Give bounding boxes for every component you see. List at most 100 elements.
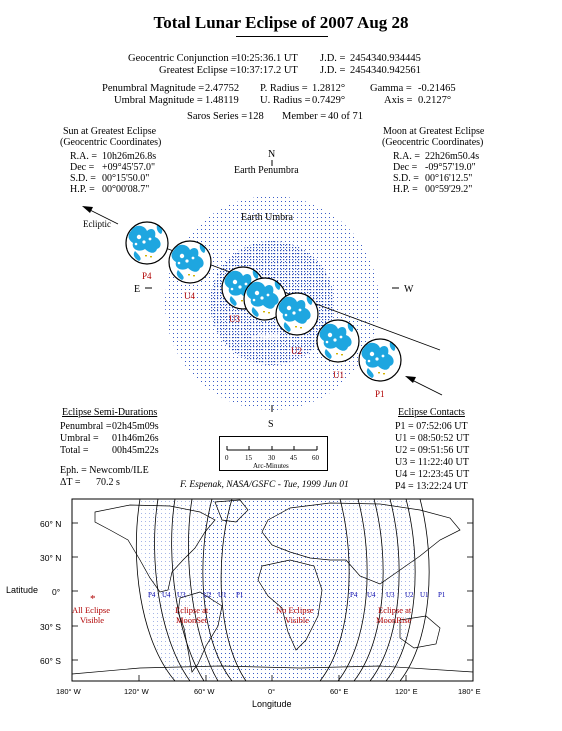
header-gamma-label: Gamma = (370, 83, 412, 94)
east-label: E (134, 284, 140, 295)
header-conjunction-jd-label: J.D. = (320, 53, 346, 64)
contact-row: P1 = 07:52:06 UT (395, 421, 468, 432)
scale-tick-0: 0 (225, 454, 229, 462)
region-rise-line1: Eclipse at (378, 605, 412, 615)
header-greatest-time: 10:37:17.2 UT (236, 65, 298, 76)
scale-tick-30: 30 (268, 454, 276, 462)
moonrise-band (322, 499, 414, 681)
dur-total: 00h45m22s (112, 445, 159, 456)
ephemeris: Eph. = Newcomb/ILE (60, 465, 149, 476)
contact-label-u4: U4 (184, 291, 195, 301)
header-p-radius: 1.2812° (312, 83, 346, 94)
scale-bar: 0 15 30 45 60 Arc-Minutes (219, 436, 328, 471)
scale-tick-45: 45 (290, 454, 298, 462)
europe-asia (261, 502, 461, 585)
moon-p4 (126, 222, 168, 264)
region-set-line2: MoonSet (176, 615, 208, 625)
south-label: S (268, 419, 274, 430)
visibility-map: 60° N 30° N 0° 30° S 60° S Latitude 180°… (6, 498, 481, 709)
moon-path-arrowhead (405, 376, 416, 383)
contact-label-u3: U3 (229, 314, 240, 324)
greenland (214, 499, 249, 523)
header-pen-mag-label: Penumbral Magnitude = (102, 83, 205, 94)
map-frame (71, 498, 474, 682)
header-member-label: Member = (282, 111, 327, 122)
header-pen-mag: 2.47752 (205, 83, 240, 94)
durations-title: Eclipse Semi-Durations (62, 407, 158, 418)
antarctica (72, 665, 473, 675)
west-label: W (404, 284, 414, 295)
no-eclipse-region (199, 499, 353, 681)
region-rise-line2: MoonRise (376, 615, 412, 625)
dur-total-label: Total = (60, 445, 89, 456)
lat-tick-60n: 60° N (40, 519, 61, 529)
moon-ra: 22h26m50.4s (425, 151, 480, 162)
header-member: 40 of 71 (328, 111, 363, 122)
region-all-line1: All Eclipse (72, 605, 110, 615)
map-curve-label-left-p1: P1 (236, 591, 244, 599)
contact-row: U2 = 09:51:56 UT (395, 445, 470, 456)
ecliptic-arrowhead (82, 206, 93, 213)
scale-label: Arc-Minutes (253, 462, 289, 470)
moon-p1 (359, 339, 401, 381)
map-curve-label-right-p1: P1 (438, 591, 446, 599)
ecliptic-arrow-shaft (85, 207, 119, 225)
delta-t: 70.2 s (96, 477, 120, 488)
region-none-line2: Visible (285, 615, 309, 625)
greatest-label: Greatest (251, 330, 280, 340)
map-curve-label-left-u3: U3 (177, 591, 186, 599)
page-title: Total Lunar Eclipse of 2007 Aug 28 (153, 13, 409, 32)
map-ylabel: Latitude (6, 585, 38, 595)
south-america (177, 591, 223, 673)
map-curve-label-right-u2: U2 (405, 591, 414, 599)
moon-hp-label: H.P. = (393, 184, 418, 195)
australia (399, 615, 441, 649)
lat-tick-30s: 30° S (40, 622, 61, 632)
sun-dec-label: Dec = (70, 162, 95, 173)
scale-tick-15: 15 (245, 454, 253, 462)
map-xlabel: Longitude (252, 699, 292, 709)
moon-ra-label: R.A. = (393, 151, 421, 162)
contact-label-p4: P4 (142, 271, 152, 281)
map-curve-label-left-p4: P4 (148, 591, 156, 599)
header-umb-mag: 1.48119 (205, 95, 239, 106)
moon-subtitle: (Geocentric Coordinates) (382, 137, 484, 148)
credit-line: F. Espenak, NASA/GSFC - Tue, 1999 Jun 01 (180, 480, 349, 490)
umbra-label: Earth Umbra (241, 212, 293, 223)
dur-umbral: 01h46m26s (112, 433, 159, 444)
sun-sd-label: S.D. = (70, 173, 96, 184)
lon-tick-120w: 120° W (124, 687, 150, 696)
moon-path-arrow-shaft (409, 378, 443, 396)
lat-tick-60s: 60° S (40, 656, 61, 666)
lat-tick-0: 0° (52, 587, 60, 597)
greatest-eclipse-marker: * (90, 593, 96, 605)
sun-sd: 00°15'50.0" (102, 173, 150, 184)
dur-penumbral-label: Penumbral = (60, 421, 112, 432)
map-curve-label-right-u3: U3 (386, 591, 395, 599)
contact-label-u2: U2 (291, 346, 302, 356)
sun-subtitle-text: (Geocentric Coordinates) (60, 137, 162, 148)
moon-sd-label: S.D. = (393, 173, 419, 184)
lon-tick-180e: 180° E (458, 687, 481, 696)
moonset-band (138, 499, 230, 681)
scale-tick-60: 60 (312, 454, 320, 462)
header-conjunction-jd: 2454340.934445 (350, 53, 421, 64)
dur-penumbral: 02h45m09s (112, 421, 159, 432)
region-none-line1: No Eclipse (276, 605, 314, 615)
eclipse-diagram: N S E W Earth Penumbra Earth Umbra Eclip… (82, 149, 443, 430)
header-gamma: -0.21465 (418, 83, 456, 94)
moon-u2 (276, 293, 318, 335)
moon-u4 (169, 241, 211, 283)
map-curve-label-right-u4: U4 (367, 591, 376, 599)
north-america (94, 504, 216, 593)
moon-title: Moon at Greatest Eclipse (383, 126, 485, 137)
map-curve-label-left-u2: U2 (203, 591, 212, 599)
sun-hp-label: H.P. = (70, 184, 95, 195)
contact-label-u1: U1 (333, 370, 344, 380)
ecliptic-label: Ecliptic (83, 219, 111, 229)
region-all-line2: Visible (80, 615, 104, 625)
header-greatest-jd: 2454340.942561 (350, 65, 421, 76)
lat-tick-30n: 30° N (40, 553, 61, 563)
region-set-line1: Eclipse at (175, 605, 209, 615)
moon-sd: 00°16'12.5" (425, 173, 473, 184)
